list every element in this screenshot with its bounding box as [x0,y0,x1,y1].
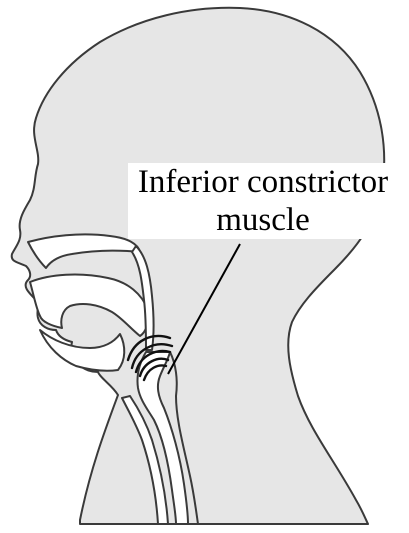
label-text-line-1: Inferior constrictor [128,163,398,201]
inferior-constrictor-label: Inferior constrictor muscle [128,163,398,239]
label-text-line-2: muscle [128,201,398,239]
head-neck-silhouette [12,8,385,524]
